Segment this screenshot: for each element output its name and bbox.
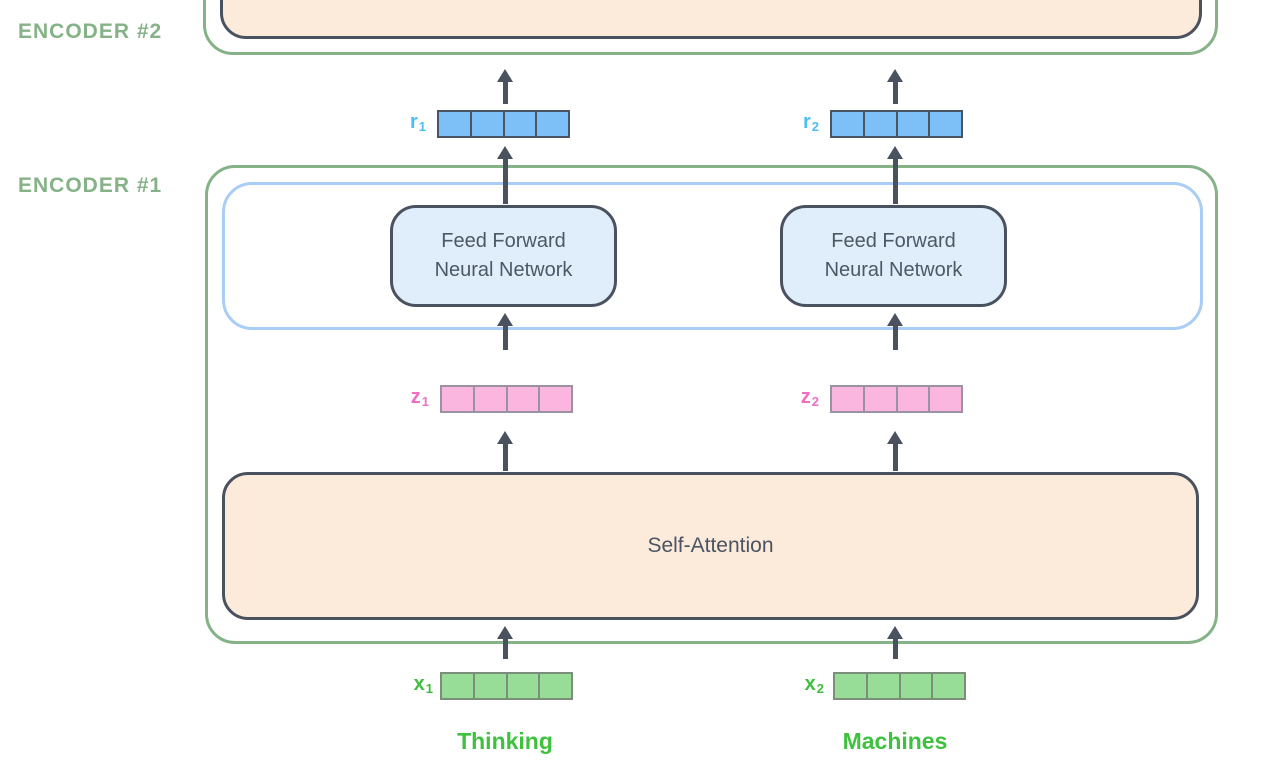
arrow-head: [497, 626, 513, 639]
vector-label-sub: 1: [421, 394, 429, 409]
vector-label-sub: 2: [811, 119, 819, 134]
vector-label-x2: x2: [788, 673, 824, 696]
arrow-head: [497, 69, 513, 82]
vector-label-sub: 2: [811, 394, 819, 409]
input-word-1: Thinking: [457, 728, 553, 754]
vector-x2: [833, 672, 966, 700]
arrow-z2-to-ffn2: [887, 313, 903, 350]
arrow-shaft: [502, 80, 508, 104]
arrow-head: [887, 146, 903, 159]
encoder2-label: ENCODER #2: [18, 20, 163, 43]
ffn1-text-line1: Feed Forward: [441, 230, 566, 252]
vector-cell: [930, 110, 963, 138]
arrow-head: [497, 146, 513, 159]
vector-label-base: x: [804, 673, 816, 695]
vector-cell: [474, 672, 508, 700]
vector-label-z2: z2: [783, 386, 819, 409]
vector-z1: [440, 385, 573, 413]
vector-label-base: x: [413, 673, 425, 695]
vector-cell: [507, 385, 541, 413]
input-word-2: Machines: [842, 728, 948, 754]
arrow-r2-to-encoder2: [887, 69, 903, 104]
vector-cell: [864, 385, 898, 413]
vector-cell: [864, 110, 898, 138]
arrow-shaft: [892, 80, 898, 104]
vector-cell: [504, 110, 538, 138]
vector-z2: [830, 385, 963, 413]
vector-cell: [474, 385, 508, 413]
vector-cell: [540, 385, 573, 413]
encoder2-bottom-layer-box: [220, 0, 1202, 39]
vector-label-sub: 1: [425, 681, 433, 696]
vector-cell: [471, 110, 505, 138]
vector-cell: [830, 110, 865, 138]
arrow-head: [887, 626, 903, 639]
self-attention-text: Self-Attention: [647, 534, 774, 557]
vector-cell: [540, 672, 573, 700]
arrow-head: [497, 313, 513, 326]
arrow-head: [887, 69, 903, 82]
vector-cell: [900, 672, 934, 700]
vector-cell: [930, 385, 963, 413]
arrow-shaft: [892, 324, 898, 350]
vector-cell: [440, 672, 475, 700]
ffn2-box: Feed Forward Neural Network: [780, 205, 1007, 307]
vector-x1: [440, 672, 573, 700]
arrow-shaft: [502, 442, 508, 471]
vector-cell: [933, 672, 966, 700]
vector-cell: [833, 672, 868, 700]
arrow-x1-to-selfattention: [497, 626, 513, 659]
arrow-z1-to-ffn1: [497, 313, 513, 350]
self-attention-box: Self-Attention: [222, 472, 1199, 620]
arrow-head: [887, 431, 903, 444]
arrow-selfattention-to-z1: [497, 431, 513, 471]
arrow-head: [887, 313, 903, 326]
arrow-r1-to-encoder2: [497, 69, 513, 104]
encoder2-box: [203, 0, 1218, 55]
vector-cell: [867, 672, 901, 700]
vector-label-r2: r2: [783, 111, 819, 134]
vector-r1: [437, 110, 570, 138]
arrow-selfattention-to-z2: [887, 431, 903, 471]
vector-label-z1: z1: [393, 386, 429, 409]
encoder1-label: ENCODER #1: [18, 174, 163, 197]
ffn1-box: Feed Forward Neural Network: [390, 205, 617, 307]
vector-r2: [830, 110, 963, 138]
vector-label-base: z: [410, 386, 421, 408]
vector-label-sub: 2: [816, 681, 824, 696]
ffn2-text-line1: Feed Forward: [831, 230, 956, 252]
arrow-x2-to-selfattention: [887, 626, 903, 659]
arrow-shaft: [502, 324, 508, 350]
vector-cell: [437, 110, 472, 138]
vector-label-base: r: [409, 111, 418, 133]
arrow-ffn1-to-r1: [497, 146, 513, 204]
vector-label-base: r: [802, 111, 811, 133]
vector-label-sub: 1: [418, 119, 426, 134]
vector-cell: [897, 385, 931, 413]
ffn2-text-line2: Neural Network: [824, 259, 963, 281]
ffn-layer-outline: [222, 182, 1203, 330]
arrow-shaft: [502, 637, 508, 659]
vector-cell: [537, 110, 570, 138]
arrow-ffn2-to-r2: [887, 146, 903, 204]
vector-cell: [830, 385, 865, 413]
arrow-shaft: [892, 637, 898, 659]
arrow-shaft: [892, 442, 898, 471]
vector-label-r1: r1: [390, 111, 426, 134]
arrow-head: [497, 431, 513, 444]
vector-cell: [440, 385, 475, 413]
ffn1-text-line2: Neural Network: [434, 259, 573, 281]
arrow-shaft: [502, 157, 508, 204]
vector-label-base: z: [800, 386, 811, 408]
vector-cell: [897, 110, 931, 138]
vector-cell: [507, 672, 541, 700]
vector-label-x1: x1: [397, 673, 433, 696]
arrow-shaft: [892, 157, 898, 204]
encoder1-box: [205, 165, 1218, 644]
